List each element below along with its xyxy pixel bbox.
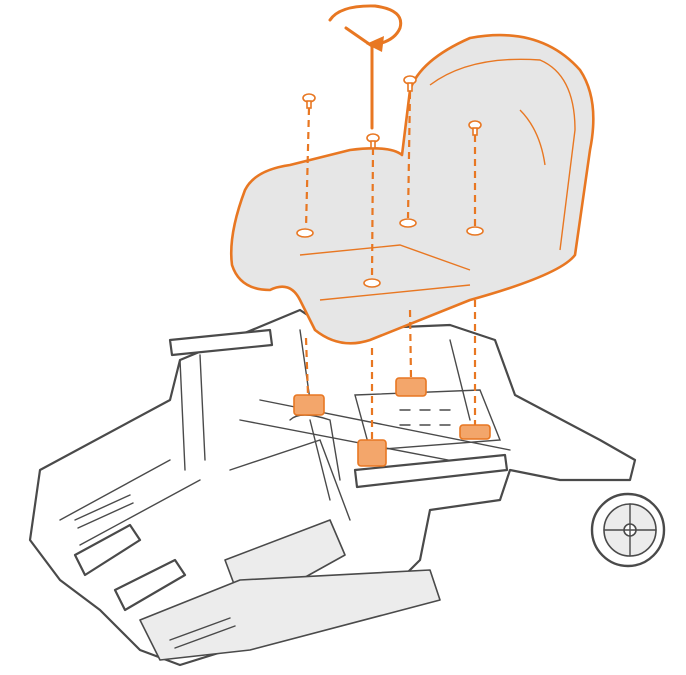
seat-rail-right (353, 453, 509, 489)
screw-icon (366, 133, 380, 149)
bracket (395, 377, 427, 397)
rotate-arrow-icon (328, 4, 403, 52)
rear-wheel (590, 492, 666, 568)
mounting-brackets (293, 377, 491, 467)
bracket (293, 394, 325, 416)
screw-icon (302, 93, 316, 109)
bracket (357, 439, 387, 467)
seat-rail-left (168, 328, 274, 357)
guide-lines (304, 91, 477, 440)
screw-icon (403, 75, 417, 92)
seat (229, 33, 595, 345)
bracket (459, 424, 491, 440)
screw-icon (468, 120, 482, 136)
hex-key-icon (344, 26, 374, 130)
kart-frame (28, 308, 637, 667)
steering-handles (73, 523, 187, 612)
seat-holes (296, 218, 484, 288)
footrest (139, 569, 441, 661)
screws (302, 75, 482, 149)
